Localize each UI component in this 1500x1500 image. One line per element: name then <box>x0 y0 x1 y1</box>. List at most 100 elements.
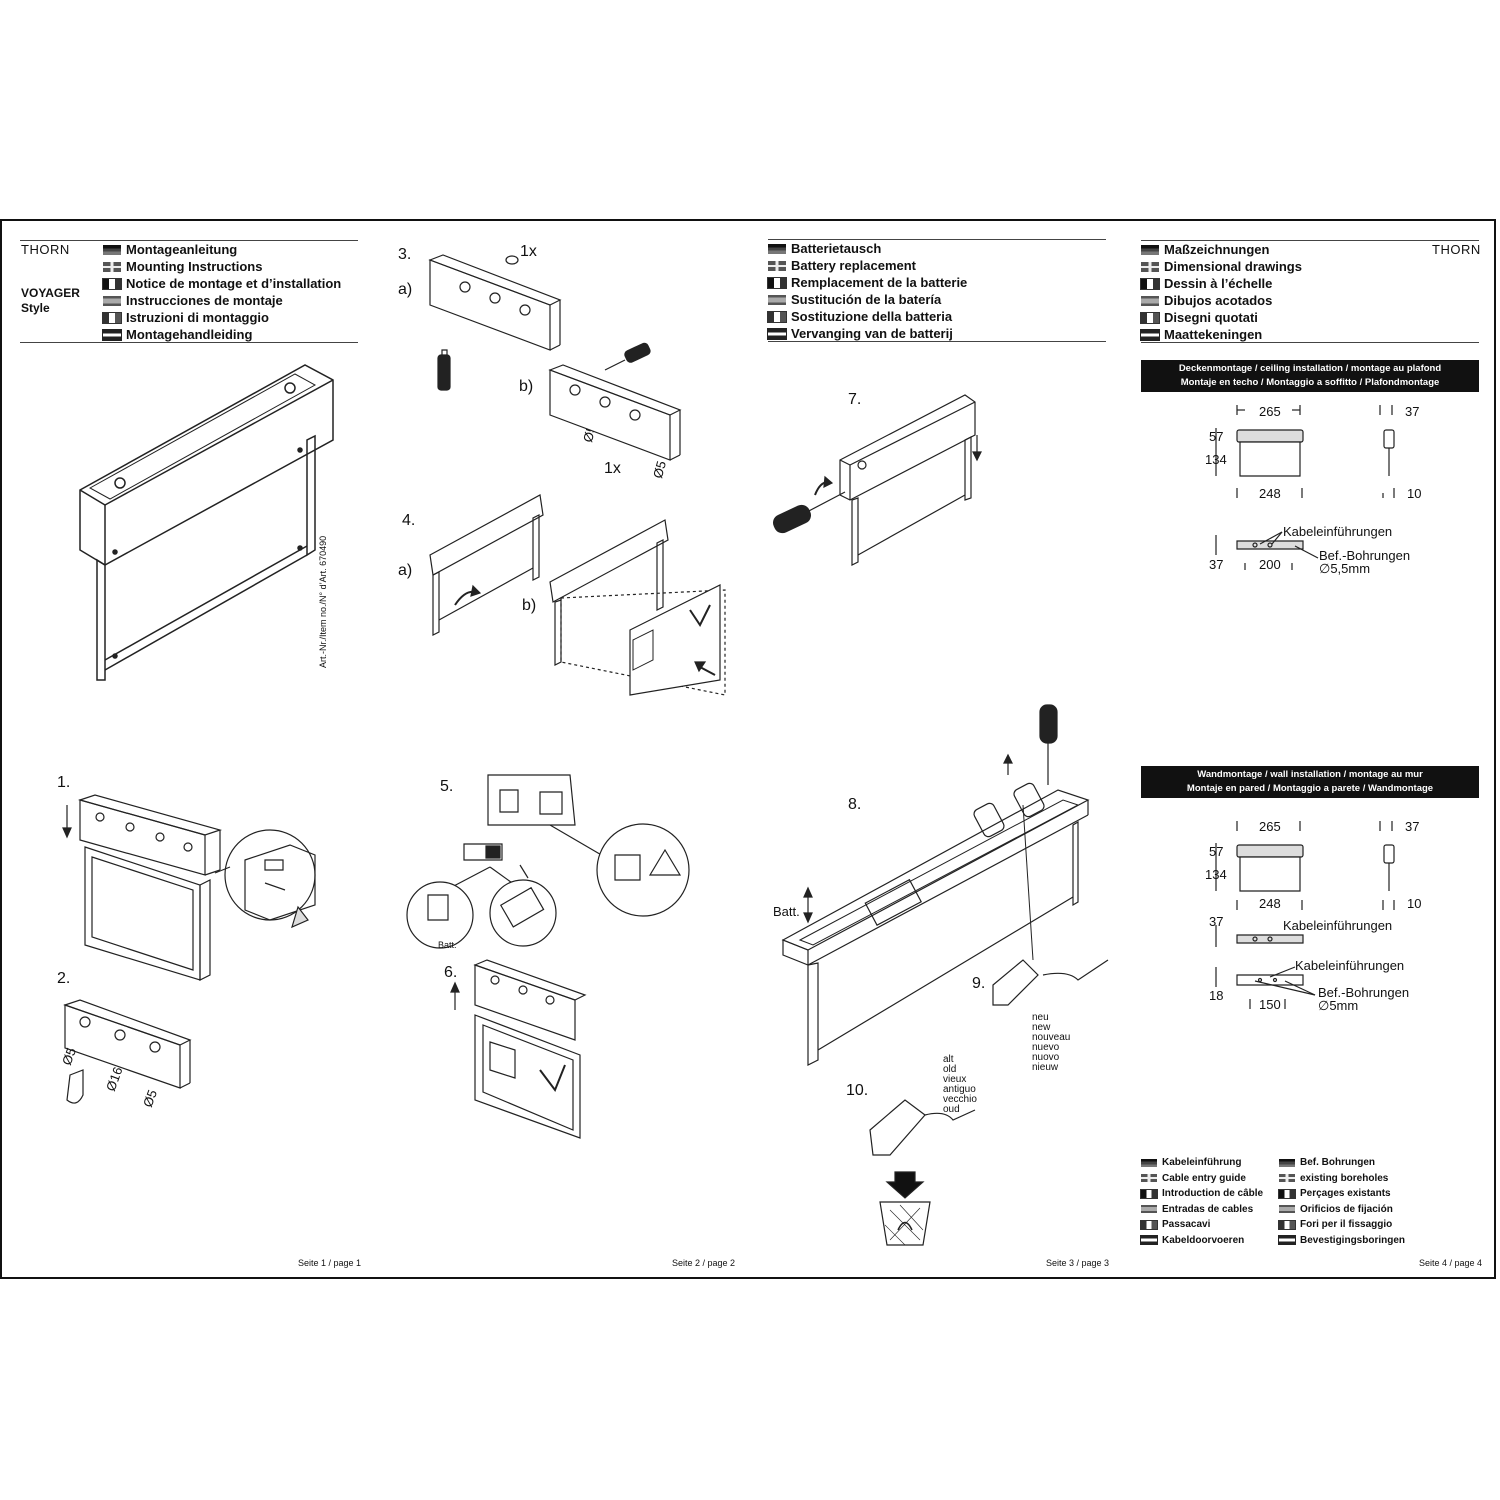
wall-height-134: 134 <box>1205 867 1227 882</box>
brand-logo-page4: THORN <box>1432 242 1481 257</box>
gb-flag-icon <box>103 261 121 272</box>
wall-height-57: 57 <box>1209 844 1224 859</box>
step-5-illustration <box>400 770 700 955</box>
ceiling-installation-banner: Deckenmontage / ceiling installation / m… <box>1141 360 1479 392</box>
wall-dimension-drawing <box>1200 815 1440 1015</box>
document-sheet <box>0 219 1496 1279</box>
ceiling-height-134: 134 <box>1205 452 1227 467</box>
step-2-illustration <box>55 1000 195 1110</box>
page-4-footer: Seite 4 / page 4 <box>1419 1258 1483 1268</box>
ceiling-width-248: 248 <box>1259 486 1281 501</box>
it-flag-icon <box>1140 311 1160 324</box>
step-7-illustration <box>770 390 990 570</box>
it-flag-icon <box>767 310 787 323</box>
wall-width-10: 10 <box>1407 896 1422 911</box>
ceiling-height-57: 57 <box>1209 429 1224 444</box>
page4-rule-bottom <box>1141 342 1479 343</box>
product-illustration <box>75 360 335 680</box>
de-flag-icon <box>1279 1158 1295 1167</box>
ceiling-holes-diameter: ∅5,5mm <box>1319 561 1371 576</box>
wall-depth-37: 37 <box>1405 819 1420 834</box>
brand-logo: THORN <box>21 242 70 257</box>
step-7-number: 7. <box>848 391 862 408</box>
wall-width-248: 248 <box>1259 896 1281 911</box>
new-label-list: neu new nouveau nuevo nuovo nieuw <box>1032 1012 1071 1073</box>
step-6-illustration <box>445 960 595 1140</box>
page4-rule-top <box>1141 240 1479 241</box>
de-flag-icon <box>768 243 786 254</box>
gb-flag-icon <box>768 260 786 271</box>
step-8-illustration <box>778 705 1098 1070</box>
nl-flag-icon <box>1140 1235 1158 1246</box>
es-flag-icon <box>1141 295 1159 306</box>
wall-holes-label: Bef.-Bohrungen <box>1318 985 1410 1000</box>
step-8-number: 8. <box>848 796 862 813</box>
step-10-number: 10. <box>846 1082 869 1099</box>
es-flag-icon <box>103 295 121 306</box>
step-4-number: 4. <box>402 512 416 529</box>
title-es: Instrucciones de montaje <box>103 292 341 309</box>
step-3-illustration <box>425 255 685 485</box>
header-rule-bottom <box>20 342 358 343</box>
step-4-illustration <box>425 490 735 705</box>
title-de: Montageanleitung <box>103 241 341 258</box>
header-rule-top <box>20 240 358 241</box>
fr-flag-icon <box>767 276 787 289</box>
step-4-b-label: b) <box>522 597 537 614</box>
fr-flag-icon <box>1140 1188 1158 1199</box>
step-3-1x-top: 1x <box>520 243 537 260</box>
gb-flag-icon <box>1141 1174 1157 1183</box>
gb-flag-icon <box>1279 1174 1295 1183</box>
title-gb: Mounting Instructions <box>103 258 341 275</box>
wall-height-37: 37 <box>1209 914 1224 929</box>
wall-width-150: 150 <box>1259 997 1281 1012</box>
it-flag-icon <box>1140 1219 1158 1230</box>
step-4-a-label: a) <box>398 562 413 579</box>
step-3-a-label: a) <box>398 281 413 298</box>
legend-cable-entry: Kabeleinführung Cable entry guide Introd… <box>1140 1155 1263 1248</box>
product-variant: Style <box>21 301 50 315</box>
old-label-list: alt old vieux antiguo vecchio oud <box>943 1054 977 1115</box>
wall-holes-diameter: ∅5mm <box>1318 998 1359 1013</box>
nl-flag-icon <box>1278 1235 1296 1246</box>
step-3-number: 3. <box>398 246 412 263</box>
step-2-number: 2. <box>57 970 71 987</box>
product-name: VOYAGER <box>21 286 80 300</box>
step-1-illustration <box>60 795 340 985</box>
ceiling-width-265: 265 <box>1259 404 1281 419</box>
es-flag-icon <box>1141 1205 1157 1214</box>
it-flag-icon <box>102 311 122 324</box>
de-flag-icon <box>1141 1158 1157 1167</box>
nl-flag-icon <box>1140 328 1160 341</box>
ceiling-cable-entries-label: Kabeleinführungen <box>1283 524 1393 539</box>
ceiling-height-37: 37 <box>1209 557 1224 572</box>
es-flag-icon <box>1279 1205 1295 1214</box>
article-number: Art.-Nr./Item no./N° d’Art. 670490 <box>318 535 328 668</box>
ceiling-width-200: 200 <box>1259 557 1281 572</box>
wall-cable-entries-label-2: Kabeleinführungen <box>1295 958 1405 973</box>
step-9-number: 9. <box>972 975 986 992</box>
wall-installation-banner: Wandmontage / wall installation / montag… <box>1141 766 1479 798</box>
step-3-1x-bottom: 1x <box>604 460 621 477</box>
step-10-illustration <box>865 1090 985 1250</box>
ceiling-width-10: 10 <box>1407 486 1422 501</box>
es-flag-icon <box>768 294 786 305</box>
it-flag-icon <box>1278 1219 1296 1230</box>
step-5-number: 5. <box>440 778 454 795</box>
ceiling-depth-37: 37 <box>1405 404 1420 419</box>
page3-rule-bottom <box>768 341 1106 342</box>
page4-title-list: Maßzeichnungen Dimensional drawings Dess… <box>1140 241 1302 343</box>
fr-flag-icon <box>1140 277 1160 290</box>
page-2-footer: Seite 2 / page 2 <box>672 1258 736 1268</box>
page-1-footer: Seite 1 / page 1 <box>298 1258 362 1268</box>
step-5-batt-label: Batt. <box>438 940 457 950</box>
fr-flag-icon <box>1278 1188 1296 1199</box>
wall-height-18: 18 <box>1209 988 1224 1003</box>
wall-cable-entries-label-1: Kabeleinführungen <box>1283 918 1393 933</box>
nl-flag-icon <box>767 327 787 340</box>
step-6-number: 6. <box>444 964 458 981</box>
gb-flag-icon <box>1141 261 1159 272</box>
step-8-batt-label: Batt. <box>773 904 800 919</box>
title-it: Istruzioni di montaggio <box>102 309 341 326</box>
ceiling-holes-label: Bef.-Bohrungen <box>1319 548 1411 563</box>
